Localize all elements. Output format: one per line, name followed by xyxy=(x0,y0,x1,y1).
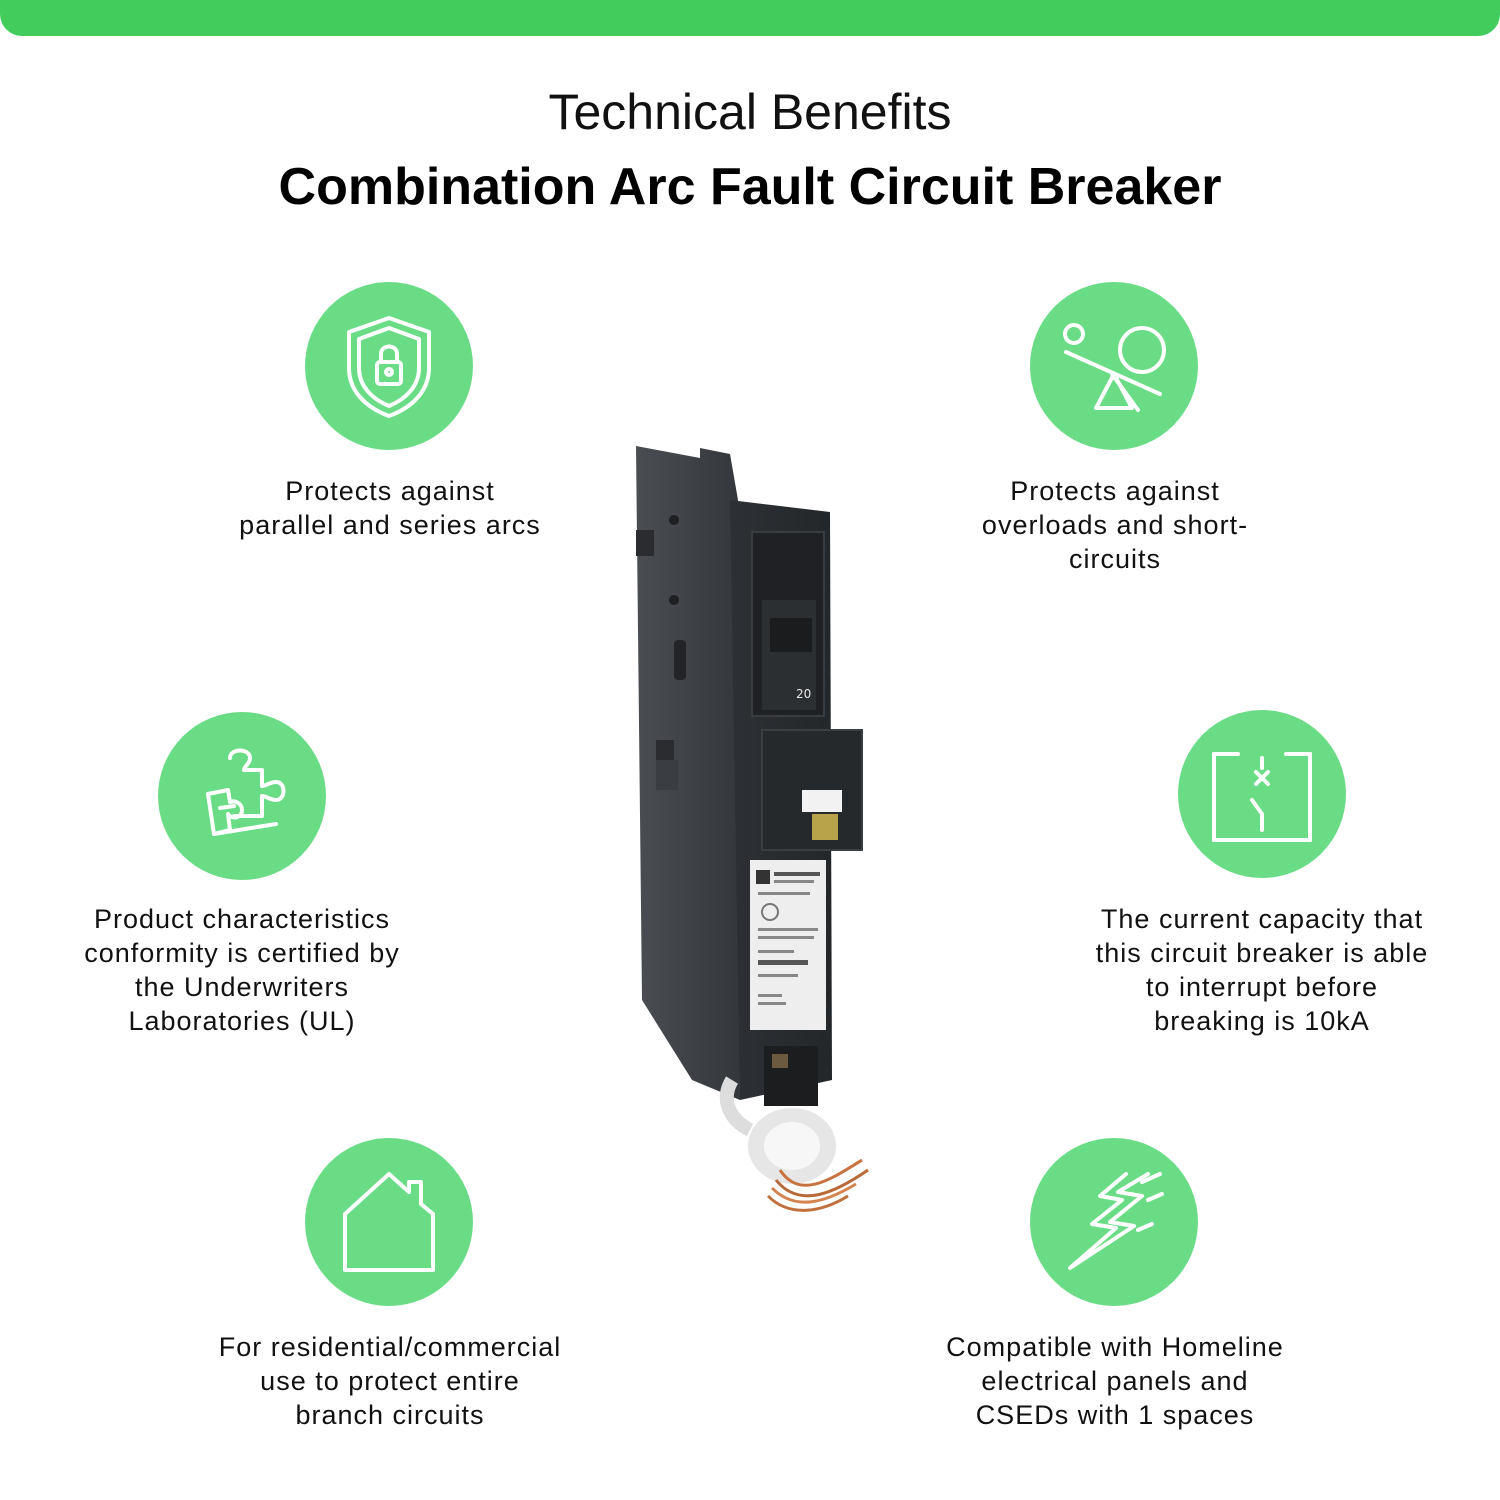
breaker-switch-icon xyxy=(1178,710,1346,878)
feature-overload-protection: Protects against overloads and short- ci… xyxy=(981,476,1249,574)
shield-lock-icon xyxy=(305,282,473,450)
circuit-breaker-photo: 20 xyxy=(600,440,900,1230)
feature-homeline-compatible: Compatible with Homeline electrical pane… xyxy=(946,1332,1284,1430)
house-icon xyxy=(305,1138,473,1306)
feature-ul-certified: Product characteristics conformity is ce… xyxy=(84,904,400,1036)
lightning-icon xyxy=(1030,1138,1198,1306)
feature-interrupt-capacity: The current capacity that this circuit b… xyxy=(1095,904,1429,1036)
feature-arc-protection: Protects against parallel and series arc… xyxy=(239,476,541,540)
breaker-rating-label: 20 xyxy=(796,687,811,701)
page-title: Combination Arc Fault Circuit Breaker xyxy=(278,158,1222,216)
feature-residential-use: For residential/commercial use to protec… xyxy=(218,1332,562,1430)
page-subtitle: Technical Benefits xyxy=(548,84,952,140)
top-accent-bar xyxy=(0,0,1500,36)
certification-puzzle-icon xyxy=(158,712,326,880)
seesaw-balance-icon xyxy=(1030,282,1198,450)
